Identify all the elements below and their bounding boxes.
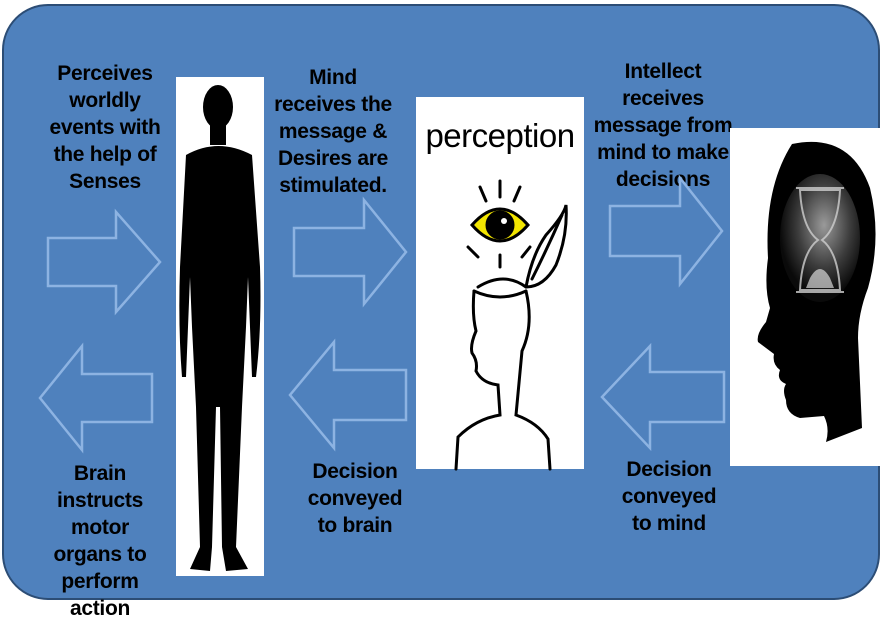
arrow-left-action [36, 344, 156, 454]
label-intellect-receives: Intellect receives message from mind to … [588, 58, 738, 193]
human-figure-box [176, 77, 264, 576]
label-decision-to-brain: Decision conveyed to brain [300, 458, 410, 539]
arrow-left-mind [598, 344, 728, 452]
arrow-right-mind [292, 198, 410, 308]
label-mind-receives: Mind receives the message & Desires are … [272, 64, 394, 199]
label-perceives: Perceives worldly events with the help o… [40, 60, 170, 195]
human-silhouette-icon [176, 77, 264, 576]
head-hourglass-box [730, 128, 882, 466]
perception-title: perception [416, 117, 584, 155]
perception-card: perception [416, 97, 584, 469]
head-hourglass-icon [730, 128, 882, 466]
perception-eye-head-icon [416, 175, 584, 469]
arrow-right-senses [46, 210, 164, 315]
label-decision-to-mind: Decision conveyed to mind [614, 456, 724, 537]
arrow-left-brain [286, 340, 410, 452]
arrow-right-intellect [608, 176, 726, 288]
label-brain-instructs: Brain instructs motor organs to perform … [36, 460, 164, 622]
